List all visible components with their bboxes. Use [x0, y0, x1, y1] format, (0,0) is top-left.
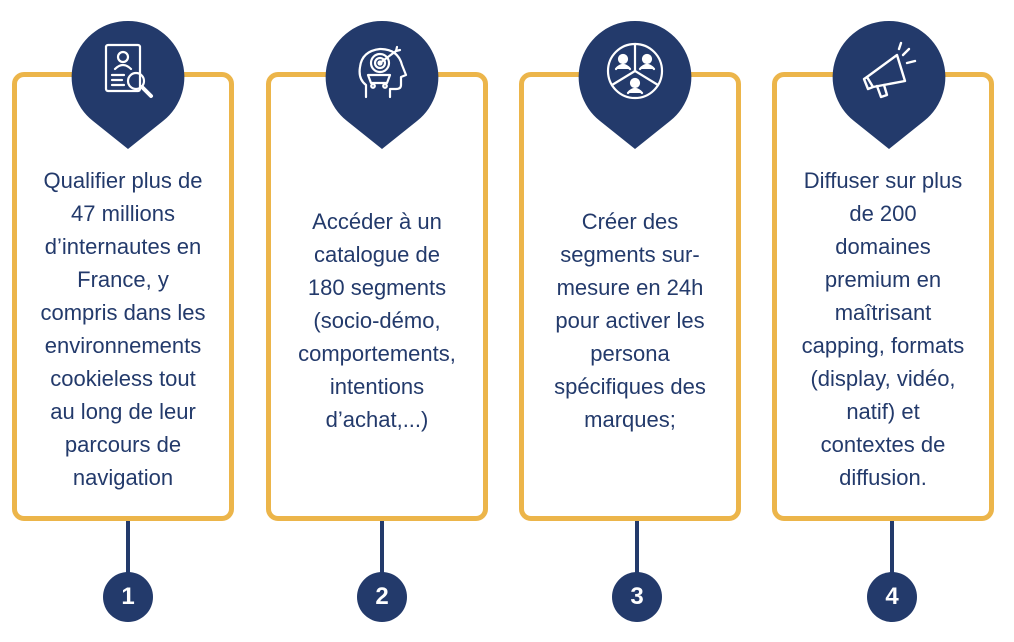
step-text-1: Qualifier plus de 47 millions d’internau…	[40, 168, 206, 490]
step-text-2: Accéder à un catalogue de 180 segments (…	[298, 209, 456, 432]
profile-search-icon	[98, 41, 158, 101]
step-text-4: Diffuser sur plus de 200 domaines premiu…	[801, 168, 965, 490]
megaphone-icon	[859, 41, 919, 101]
connector-2	[380, 521, 384, 581]
step-pin-4	[831, 19, 947, 150]
step-pin-2	[324, 19, 440, 150]
step-number-1: 1	[103, 572, 153, 622]
step-pin-3	[577, 19, 693, 150]
step-card-1: Qualifier plus de 47 millions d’internau…	[12, 72, 234, 521]
step-number-2: 2	[357, 572, 407, 622]
audience-segments-icon	[605, 41, 665, 101]
step-pin-1	[70, 19, 186, 150]
step-number-3: 3	[612, 572, 662, 622]
connector-3	[635, 521, 639, 581]
connector-4	[890, 521, 894, 581]
step-text-3: Créer des segments sur- mesure en 24h po…	[554, 209, 706, 432]
connector-1	[126, 521, 130, 581]
step-card-3: Créer des segments sur- mesure en 24h po…	[519, 72, 741, 521]
step-number-4: 4	[867, 572, 917, 622]
target-head-icon	[352, 41, 412, 101]
